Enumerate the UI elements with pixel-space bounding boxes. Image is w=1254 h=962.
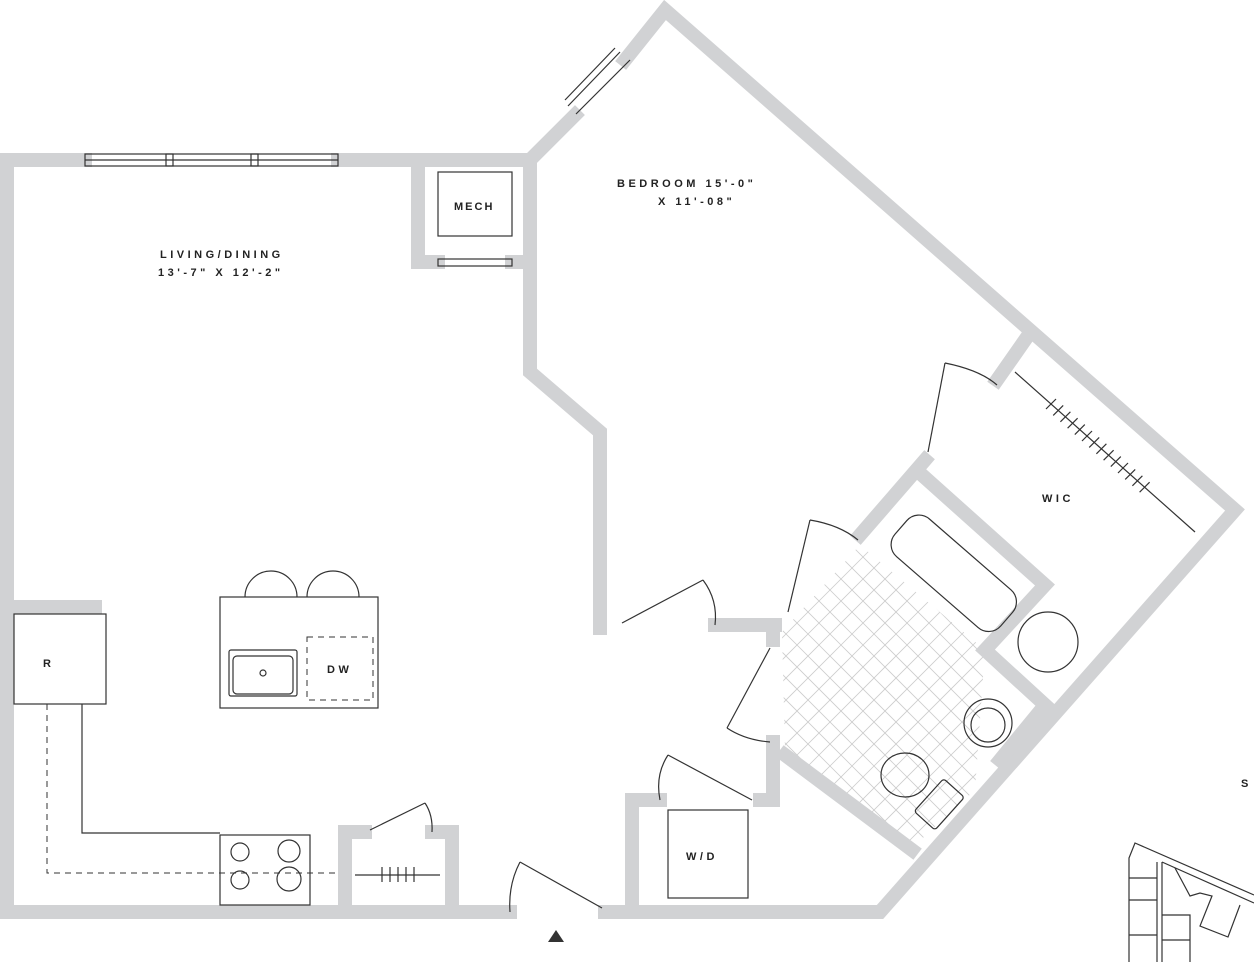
mech-label: MECH — [454, 201, 494, 213]
tile-line — [915, 545, 985, 848]
tile-line — [782, 545, 855, 848]
tile-line — [782, 545, 899, 848]
tile-line — [1070, 500, 1254, 900]
hanger — [1095, 443, 1107, 455]
tile-line — [782, 545, 985, 848]
hanger — [1059, 411, 1071, 423]
tile-line — [849, 545, 985, 848]
tile-line — [782, 545, 985, 848]
bathtub — [890, 514, 1018, 633]
tile-line — [1092, 500, 1254, 900]
living-room-dims: 13'-7" X 12'-2" — [158, 267, 284, 279]
tile-line — [782, 545, 899, 848]
hanger — [1117, 462, 1129, 474]
tile-line — [782, 545, 985, 848]
tile-line — [344, 500, 744, 900]
hanger — [1124, 468, 1136, 480]
tile-line — [805, 545, 985, 848]
walls — [0, 0, 1245, 919]
toilet — [880, 752, 930, 798]
tile-line — [782, 545, 921, 848]
hanger — [1045, 398, 1057, 410]
water-heater — [1017, 611, 1079, 673]
kitchen-island — [219, 596, 379, 709]
tile-line — [1070, 500, 1254, 900]
tile-line — [322, 500, 722, 900]
tile-line — [782, 545, 985, 848]
tile-line — [915, 545, 985, 848]
hanger — [1088, 436, 1100, 448]
entry-triangle-icon — [548, 930, 564, 942]
dishwasher-label: DW — [327, 664, 352, 676]
key-plan — [1128, 842, 1254, 962]
refrigerator — [13, 613, 107, 705]
windows — [84, 47, 631, 267]
bath-sink — [963, 698, 1013, 748]
tile-line — [1048, 500, 1254, 900]
tile-line — [1092, 500, 1254, 900]
dishwasher — [306, 636, 374, 701]
tile-line — [300, 500, 700, 900]
living-room-label: LIVING/DINING — [160, 249, 284, 261]
tile-line — [322, 500, 722, 900]
hanger — [1139, 481, 1151, 493]
tile-line — [959, 545, 985, 848]
tile-line — [366, 500, 766, 900]
tile-line — [782, 545, 985, 848]
refrigerator-label: R — [43, 658, 54, 670]
hanger — [1052, 404, 1064, 416]
tile-line — [782, 545, 855, 848]
hanger — [1110, 456, 1122, 468]
tile-line — [344, 500, 744, 900]
tile-line — [782, 545, 943, 848]
key-plan-label: S — [1241, 778, 1252, 790]
hanger — [1074, 424, 1086, 436]
tile-line — [366, 500, 766, 900]
hanger — [1103, 449, 1115, 461]
wic-label: WIC — [1042, 493, 1074, 505]
washer-dryer-label: W/D — [686, 851, 718, 863]
hanger — [1067, 417, 1079, 429]
tile-line — [783, 545, 985, 848]
tile-line — [782, 545, 877, 848]
tile-line — [782, 545, 877, 848]
washer-dryer — [667, 809, 749, 899]
tile-line — [1048, 500, 1254, 900]
tile-line — [782, 545, 811, 848]
bedroom-label: BEDROOM 15'-0" — [617, 178, 756, 190]
hanger — [1131, 475, 1143, 487]
tile-line — [300, 500, 700, 900]
mech-unit — [437, 171, 513, 237]
tile-line — [782, 545, 811, 848]
tile-line — [782, 545, 985, 848]
bath-tile-floor — [300, 500, 1254, 900]
fixtures — [13, 171, 1196, 906]
tile-line — [783, 545, 985, 848]
stove — [219, 834, 311, 906]
tile-line — [937, 545, 985, 848]
doors — [369, 362, 998, 913]
tile-line — [959, 545, 985, 848]
bedroom-dims: X 11'-08" — [658, 196, 735, 208]
tile-line — [937, 545, 985, 848]
hanger — [1081, 430, 1093, 442]
kitchen-sink — [228, 649, 298, 697]
